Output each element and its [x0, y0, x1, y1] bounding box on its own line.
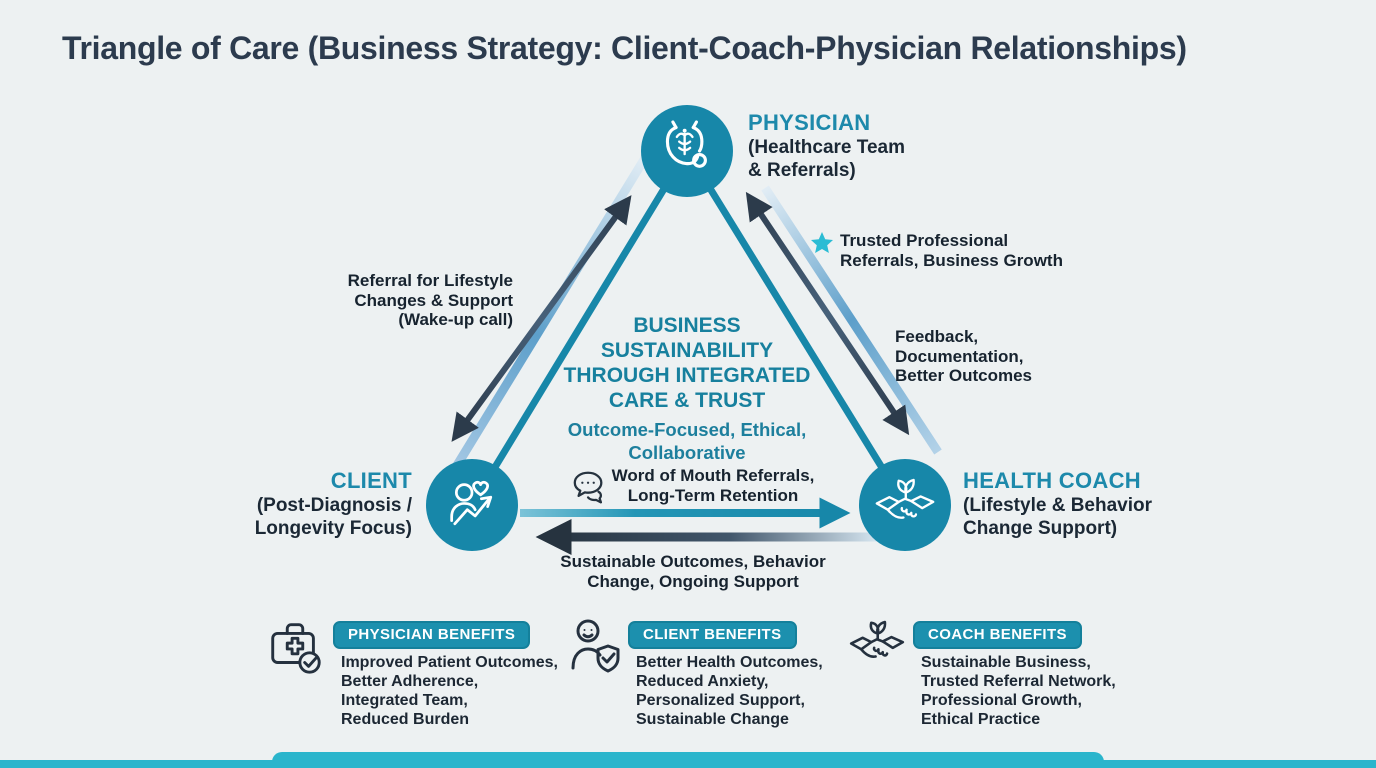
client-label: CLIENT (Post-Diagnosis / Longevity Focus… [254, 468, 412, 539]
word-of-mouth-label: Word of Mouth Referrals, Long-Term Reten… [611, 466, 815, 505]
star-icon [811, 232, 833, 253]
person-shield-check-icon [571, 619, 620, 673]
trusted-referrals-label: Trusted Professional Referrals, Business… [840, 231, 1063, 270]
client-benefits-list: Better Health Outcomes, Reduced Anxiety,… [636, 654, 823, 728]
arrow-client-physician-bidirectional [451, 195, 632, 442]
coach-name: HEALTH COACH [963, 468, 1141, 493]
sustainable-outcomes-label: Sustainable Outcomes, Behavior Change, O… [560, 552, 826, 591]
coach-benefits-list: Sustainable Business, Trusted Referral N… [921, 654, 1116, 728]
referral-label: Referral for Lifestyle Changes & Support… [347, 271, 513, 329]
feedback-label: Feedback, Documentation, Better Outcomes [895, 327, 1032, 385]
client-node [426, 459, 518, 551]
handshake-leaf-icon [849, 620, 905, 658]
bottom-bar-raised-section [272, 752, 1104, 768]
physician-node [641, 105, 733, 197]
handshake-leaf-icon [875, 478, 935, 519]
coach-label: HEALTH COACH (Lifestyle & Behavior Chang… [963, 468, 1152, 539]
arrow-physician-coach-bidirectional [745, 191, 910, 436]
physician-benefits-list: Improved Patient Outcomes, Better Adhere… [341, 654, 558, 728]
coach-benefits-header: COACH BENEFITS [913, 621, 1082, 649]
client-benefits-header: CLIENT BENEFITS [628, 621, 797, 649]
stethoscope-caduceus-icon [665, 120, 707, 168]
physician-name: PHYSICIAN [748, 110, 871, 135]
physician-label: PHYSICIAN (Healthcare Team & Referrals) [748, 110, 905, 181]
page-title: Triangle of Care (Business Strategy: Cli… [62, 30, 1187, 66]
physician-benefits-header: PHYSICIAN BENEFITS [333, 621, 531, 649]
speech-bubbles-icon [573, 471, 603, 504]
center-message: BUSINESS SUSTAINABILITY THROUGH INTEGRAT… [563, 314, 811, 463]
client-name: CLIENT [330, 468, 412, 493]
coach-node [859, 459, 951, 551]
medical-bag-check-icon [271, 623, 321, 674]
person-heart-growth-icon [450, 480, 493, 526]
